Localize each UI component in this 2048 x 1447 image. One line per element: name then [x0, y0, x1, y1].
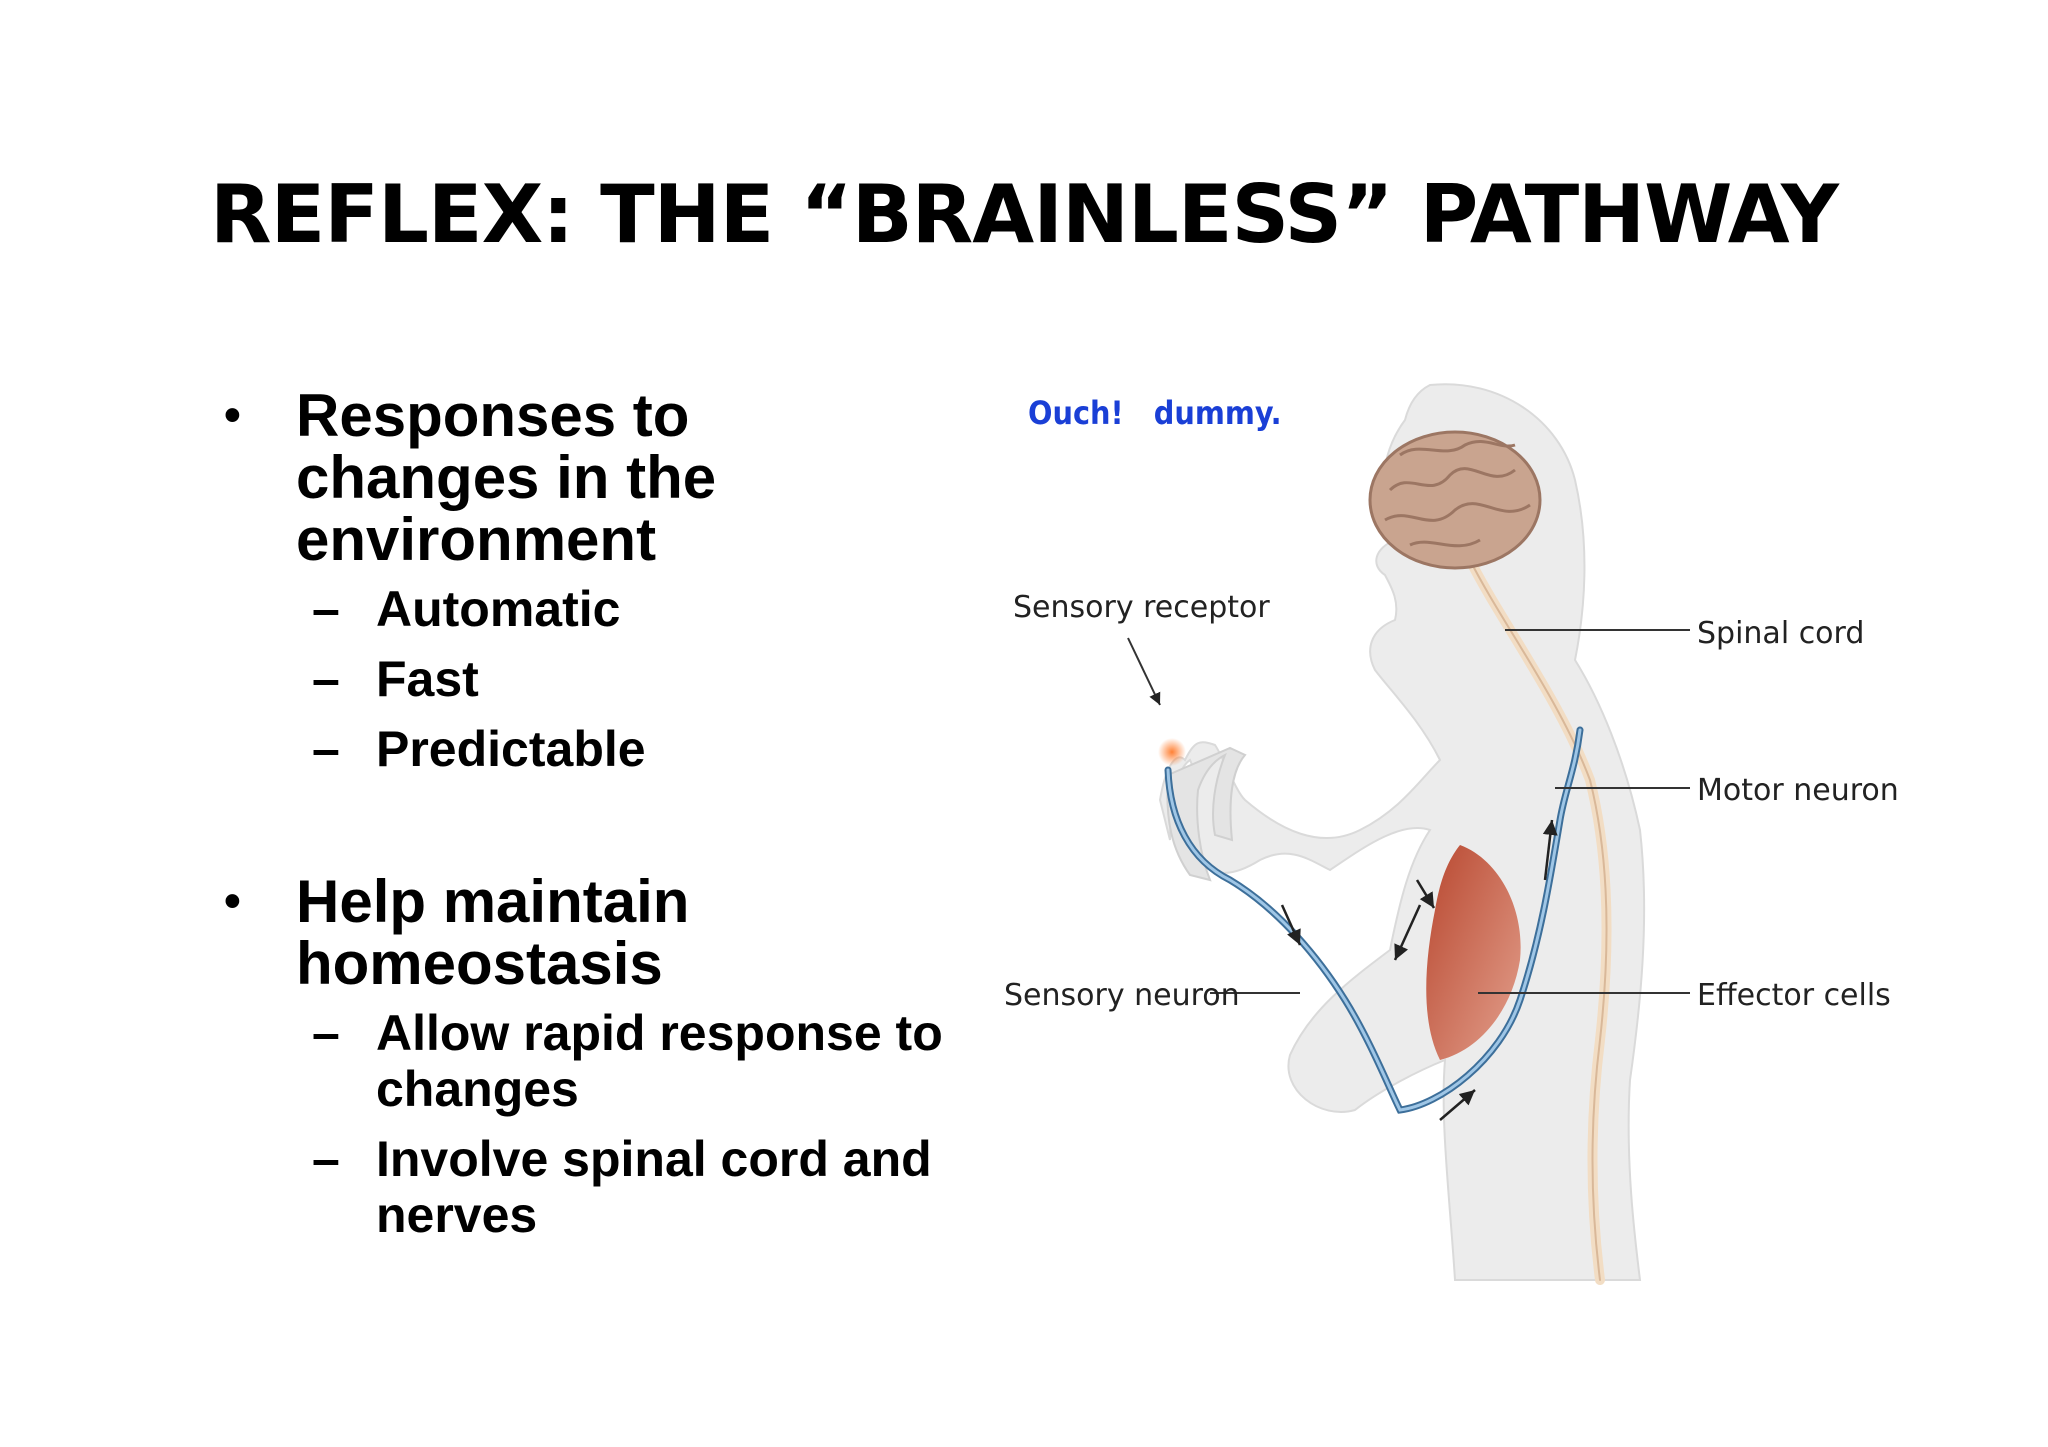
bullet-responses: • Responses to changes in the environmen…	[220, 382, 1020, 778]
hand-fingers	[1166, 746, 1247, 882]
dash-icon: –	[312, 721, 340, 777]
sub-bullet-text: Predictable	[376, 721, 646, 777]
direction-arrows	[1280, 819, 1558, 1121]
brain-icon	[1368, 430, 1542, 570]
sub-bullet-text: Fast	[376, 651, 479, 707]
dash-icon: –	[312, 1131, 340, 1187]
dash-icon: –	[312, 1005, 340, 1061]
sub-bullet-spinal-cord: –Involve spinal cord and nerves	[312, 1131, 1016, 1243]
bullet-dot-icon: •	[224, 389, 241, 442]
sub-bullet-fast: –Fast	[312, 651, 1020, 707]
bullet-dot-icon: •	[224, 875, 241, 928]
sub-bullet-automatic: –Automatic	[312, 581, 1020, 637]
sensory-receptor-glow	[1158, 738, 1186, 766]
slide-title: REFLEX: THE “BRAINLESS” PATHWAY	[210, 168, 1839, 261]
bullet-text: Help maintain homeostasis	[296, 868, 690, 997]
body-silhouette	[1158, 383, 1646, 1281]
sub-bullet-predictable: –Predictable	[312, 721, 1020, 777]
sub-bullet-text: Allow rapid response to changes	[376, 1005, 943, 1117]
label-sensory-neuron: Sensory neuron	[1004, 978, 1240, 1013]
sub-bullet-text: Involve spinal cord and nerves	[376, 1131, 932, 1243]
dash-icon: –	[312, 651, 340, 707]
effector-muscle	[1426, 845, 1521, 1060]
label-spinal-cord: Spinal cord	[1697, 616, 1864, 651]
label-leader-lines	[1127, 629, 1690, 994]
bullet-homeostasis: • Help maintain homeostasis –Allow rapid…	[220, 868, 1020, 1244]
diagram-caption: Ouch! dummy.	[1028, 394, 1282, 432]
bullet-text: Responses to changes in the environment	[296, 382, 717, 573]
dash-icon: –	[312, 581, 340, 637]
sub-bullet-text: Automatic	[376, 581, 621, 637]
label-effector-cells: Effector cells	[1697, 978, 1891, 1013]
label-motor-neuron: Motor neuron	[1697, 773, 1899, 808]
label-sensory-receptor: Sensory receptor	[1013, 590, 1270, 625]
bullet-list: • Responses to changes in the environmen…	[220, 385, 1020, 1257]
sub-bullet-rapid-response: –Allow rapid response to changes	[312, 1005, 976, 1117]
